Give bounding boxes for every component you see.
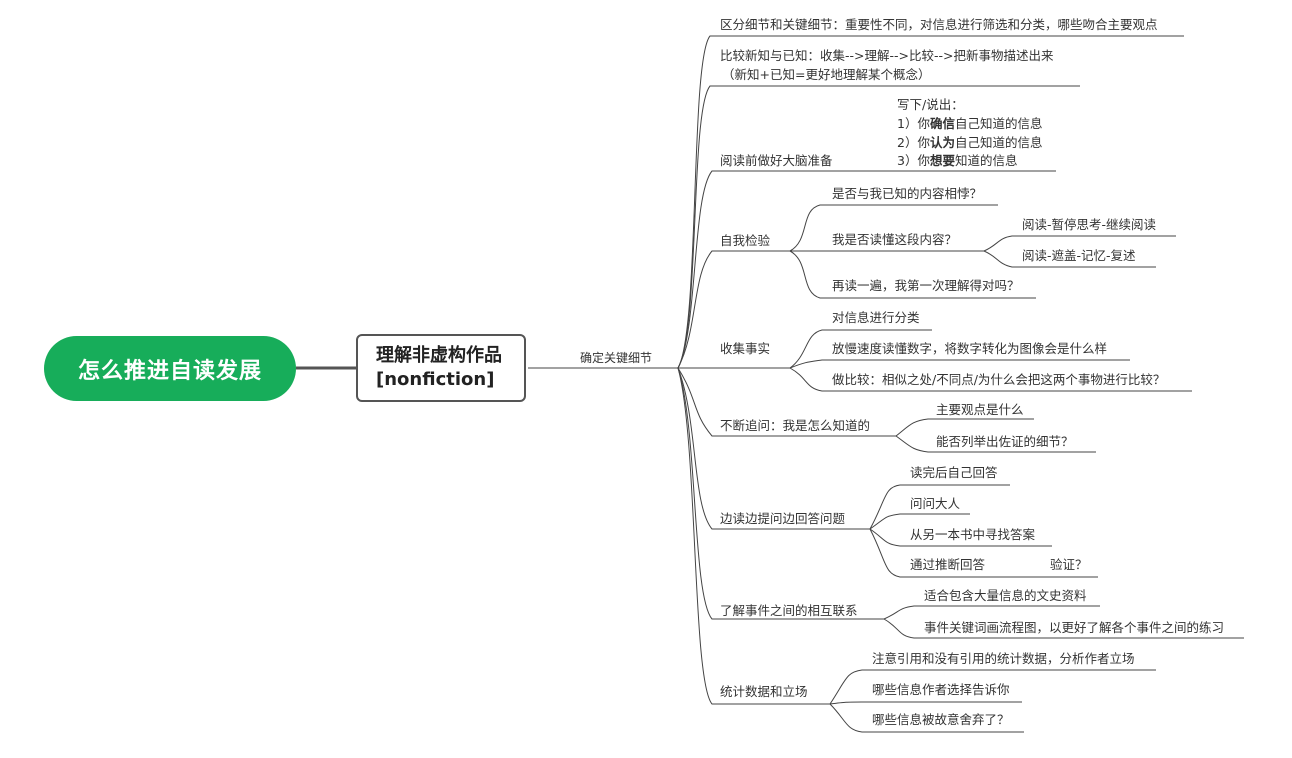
branch-compare-new-known-note: （新知+已知=更好地理解某个概念） <box>722 67 931 82</box>
link-b5-c2 <box>789 359 1130 369</box>
keep-asking-details[interactable]: 能否列举出佐证的细节？ <box>936 434 1074 449</box>
link-b7-c3 <box>869 528 1052 547</box>
link-b7-c1 <box>869 484 1010 530</box>
link-b6-c2 <box>895 435 1096 453</box>
collect-facts-numbers[interactable]: 放慢速度读懂数字，将数字转化为图像会是什么样 <box>832 341 1108 356</box>
link-b9-c1 <box>829 669 1156 705</box>
ask-answer-other-book[interactable]: 从另一本书中寻找答案 <box>910 527 1036 542</box>
link-b9-c2 <box>829 701 1022 705</box>
brain-prep-note-title: 写下/说出： <box>897 97 964 112</box>
link-b5-c1 <box>789 329 932 369</box>
self-check-read-pause[interactable]: 阅读-暂停思考-继续阅读 <box>1022 217 1157 232</box>
link-b9-c3 <box>829 703 1024 733</box>
event-connections-flowchart[interactable]: 事件关键词画流程图，以更好了解各个事件之间的练习 <box>924 620 1225 635</box>
stats-stance-chosen[interactable]: 哪些信息作者选择告诉你 <box>872 682 1010 697</box>
ask-answer-adult[interactable]: 问问大人 <box>910 496 961 511</box>
main-topic[interactable]: 理解非虚构作品 [nonfiction] <box>356 334 526 402</box>
branch-distinguish-details[interactable]: 区分细节和关键细节：重要性不同，对信息进行筛选和分类，哪些吻合主要观点 <box>720 17 1158 32</box>
branch-ask-answer[interactable]: 边读边提问边回答问题 <box>720 511 846 526</box>
link-b4-c2a <box>983 235 1176 252</box>
link-b4 <box>677 250 790 369</box>
self-check-read-cover[interactable]: 阅读-遮盖-记忆-复述 <box>1022 248 1136 263</box>
link-b3 <box>677 170 893 369</box>
link-b8-c1 <box>883 605 1100 620</box>
link-b4-c3 <box>789 250 1036 299</box>
link-b7-c2 <box>869 513 970 530</box>
link-b1 <box>677 35 1184 369</box>
main-topic-line2: [nonfiction] <box>376 369 495 390</box>
self-check-understood[interactable]: 我是否读懂这段内容？ <box>832 232 958 247</box>
collect-facts-compare[interactable]: 做比较：相似之处/不同点/为什么会把这两个事物进行比较？ <box>832 372 1166 387</box>
event-connections-history[interactable]: 适合包含大量信息的文史资料 <box>924 588 1087 603</box>
branch-self-check[interactable]: 自我检验 <box>720 233 771 248</box>
keep-asking-main-idea[interactable]: 主要观点是什么 <box>936 402 1024 417</box>
link-b4-c2b <box>983 250 1156 268</box>
link-b7-c4 <box>869 528 1040 578</box>
brain-prep-item-2: 2）你认为自己知道的信息 <box>897 135 1043 150</box>
connector-label[interactable]: 确定关键细节 <box>580 351 653 365</box>
link-b2 <box>677 85 1080 369</box>
root-topic[interactable]: 怎么推进自读发展 <box>44 336 296 401</box>
main-topic-line1: 理解非虚构作品 <box>376 345 502 366</box>
link-b8-c2 <box>883 618 1244 639</box>
ask-answer-self[interactable]: 读完后自己回答 <box>910 465 998 480</box>
brain-prep-item-3: 3）你想要知道的信息 <box>897 153 1018 168</box>
branch-keep-asking[interactable]: 不断追问：我是怎么知道的 <box>720 418 871 433</box>
brain-prep-item-1: 1）你确信自己知道的信息 <box>897 116 1043 131</box>
branch-collect-facts[interactable]: 收集事实 <box>720 341 771 356</box>
branch-event-connections[interactable]: 了解事件之间的相互联系 <box>720 603 858 618</box>
collect-facts-classify[interactable]: 对信息进行分类 <box>832 310 920 325</box>
link-b6 <box>677 367 896 437</box>
self-check-reread[interactable]: 再读一遍，我第一次理解得对吗？ <box>832 278 1020 293</box>
stats-stance-omitted[interactable]: 哪些信息被故意舍弃了？ <box>872 712 1010 727</box>
branch-brain-prep[interactable]: 阅读前做好大脑准备 <box>720 153 833 168</box>
self-check-contradiction[interactable]: 是否与我已知的内容相悖？ <box>832 186 983 201</box>
link-b5-c3 <box>789 367 1192 392</box>
ask-answer-verify[interactable]: 验证？ <box>1050 557 1088 572</box>
link-b6-c1 <box>895 418 1034 437</box>
link-b4-c1 <box>789 204 998 252</box>
branch-stats-stance[interactable]: 统计数据和立场 <box>720 684 808 699</box>
link-b8 <box>677 367 884 620</box>
stats-stance-cited[interactable]: 注意引用和没有引用的统计数据，分析作者立场 <box>872 651 1135 666</box>
branch-compare-new-known[interactable]: 比较新知与已知：收集-->理解-->比较-->把新事物描述出来 <box>720 48 1054 63</box>
ask-answer-infer[interactable]: 通过推断回答 <box>910 557 986 572</box>
link-b9 <box>677 367 830 705</box>
link-b7 <box>677 367 870 530</box>
